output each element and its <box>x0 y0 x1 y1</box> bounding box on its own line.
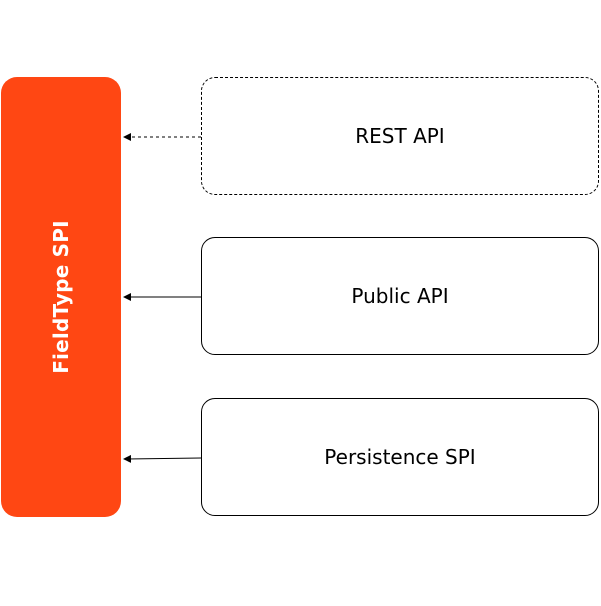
fieldtype-spi-label: FieldType SPI <box>49 220 73 374</box>
public-api-label: Public API <box>351 284 449 308</box>
fieldtype-spi-block <box>1 77 121 517</box>
persistence-spi-arrow <box>123 454 202 463</box>
rest-api-label: REST API <box>355 124 445 148</box>
persistence-spi-label: Persistence SPI <box>324 445 476 469</box>
public-api-box: Public API <box>201 237 599 355</box>
rest-api-box: REST API <box>201 77 599 195</box>
persistence-spi-box: Persistence SPI <box>201 398 599 516</box>
